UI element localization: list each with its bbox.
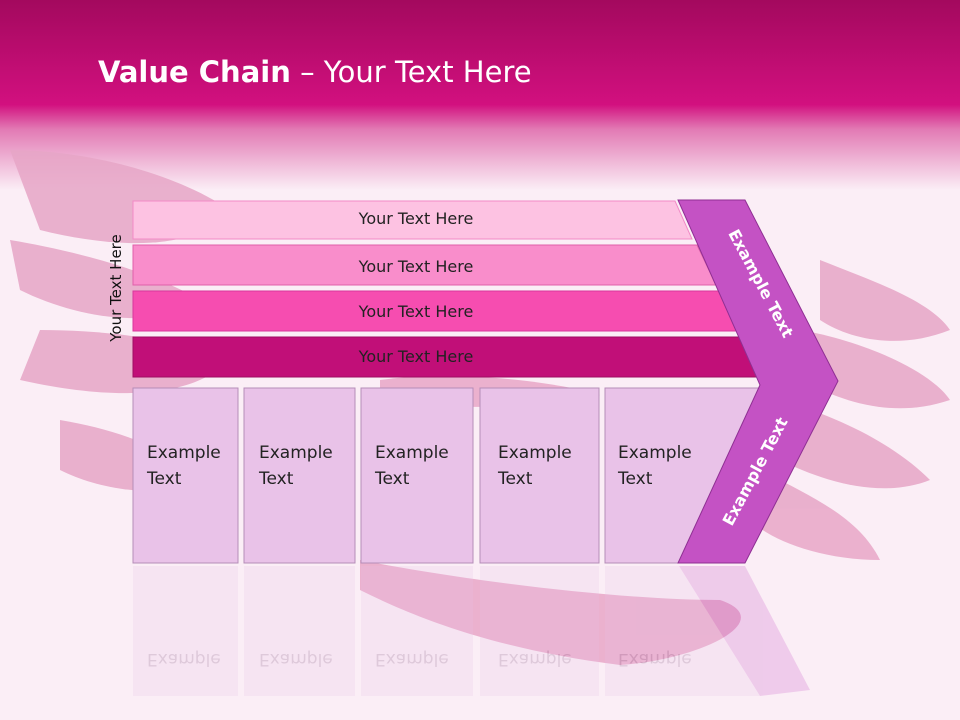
activity-3-line2: Text — [374, 469, 410, 489]
support-row-1-label: Your Text Here — [358, 209, 474, 228]
activity-box-4 — [479, 387, 600, 564]
activity-box-1 — [132, 387, 239, 564]
activity-2-line1: Example — [259, 443, 333, 463]
reflection-text-3: Example — [375, 649, 449, 669]
support-row-4-label: Your Text Here — [358, 347, 474, 366]
support-row-3-label: Your Text Here — [358, 302, 474, 321]
reflection-text-2: Example — [259, 649, 333, 669]
support-row-2-label: Your Text Here — [358, 257, 474, 276]
reflection-text-5: Example — [618, 649, 692, 669]
header-band — [0, 0, 960, 190]
activity-3-line1: Example — [375, 443, 449, 463]
page-title: Value Chain – Your Text Here — [98, 55, 532, 89]
reflection-text-1: Example — [147, 649, 221, 669]
activity-5-line2: Text — [617, 469, 653, 489]
activity-1-line2: Text — [146, 469, 182, 489]
reflection-text-4: Example — [498, 649, 572, 669]
reflection-text-group: Example Example Example Example Example — [147, 649, 692, 669]
activity-4-line1: Example — [498, 443, 572, 463]
reflection-group: Example Example Example Example Example — [133, 566, 810, 696]
activity-2-line2: Text — [258, 469, 294, 489]
margin-chevron-arrow — [677, 199, 839, 564]
activity-box-3 — [360, 387, 474, 564]
activity-4-line2: Text — [497, 469, 533, 489]
primary-activities — [132, 387, 761, 564]
activity-5-line1: Example — [618, 443, 692, 463]
activity-box-2 — [243, 387, 356, 564]
activity-1-line1: Example — [147, 443, 221, 463]
support-row-1 — [132, 200, 693, 240]
